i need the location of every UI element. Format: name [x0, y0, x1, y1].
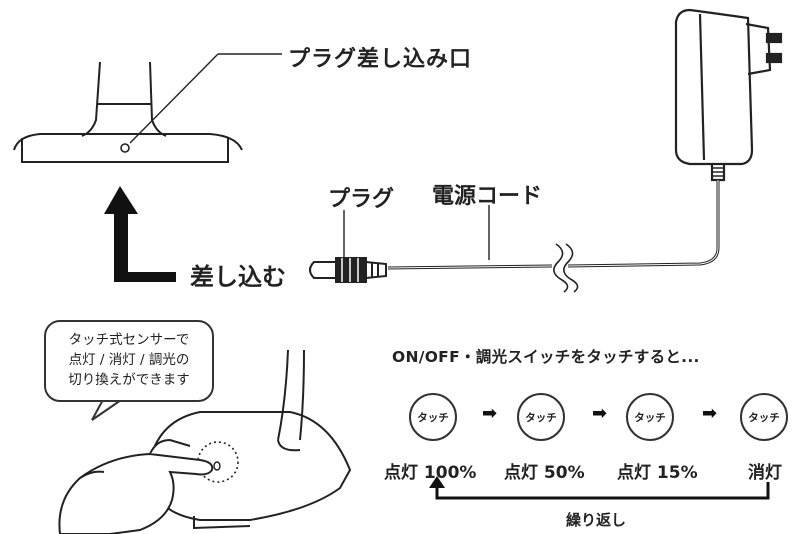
- callout-line-2: 点灯 / 消灯 / 調光の: [68, 352, 190, 368]
- touch-button-1: タッチ: [409, 393, 457, 441]
- bubble-tail: [91, 397, 125, 421]
- state-off: 消灯: [748, 463, 782, 483]
- callout-line-1: タッチ式センサーで: [68, 332, 190, 348]
- ac-adapter-drawing: [674, 8, 783, 182]
- plug-inlet-label: プラグ差し込み口: [288, 47, 473, 72]
- repeat-label: 繰り返し: [566, 511, 627, 529]
- hand-drawing: [58, 438, 214, 534]
- state-100: 点灯 100%: [384, 463, 477, 483]
- touch-button-2: タッチ: [517, 393, 565, 441]
- dc-plug-drawing: [309, 257, 387, 283]
- cord-break-mark: [553, 243, 569, 293]
- arrow-right-icon: ➡: [592, 403, 608, 424]
- power-cord-label: 電源コード: [432, 184, 543, 209]
- power-cord-line: [567, 180, 720, 268]
- touch-button-3: タッチ: [626, 393, 674, 441]
- arrow-right-icon: ➡: [702, 403, 718, 424]
- lamp-base-drawing: [13, 61, 243, 163]
- state-15: 点灯 15%: [617, 463, 698, 483]
- insert-arrow: [104, 186, 176, 282]
- repeat-loop-arrow: [435, 482, 770, 500]
- inlet-leader-line: [129, 53, 219, 144]
- state-50: 点灯 50%: [504, 463, 585, 483]
- insert-label: 差し込む: [190, 263, 286, 291]
- lamp-touch-drawing: [148, 349, 352, 530]
- callout-line-3: 切り換えができます: [68, 372, 190, 388]
- adapter-cable-strain-relief: [712, 167, 724, 177]
- touch-button-4: タッチ: [740, 393, 788, 441]
- inlet-hole-icon: [120, 143, 130, 153]
- plug-label: プラグ: [328, 187, 395, 212]
- touch-sensor-callout: タッチ式センサーで 点灯 / 消灯 / 調光の 切り換えができます: [44, 320, 214, 402]
- touch-sensor-area: [197, 441, 239, 483]
- touch-sequence-header: ON/OFF・調光スイッチをタッチすると...: [392, 348, 700, 366]
- arrow-right-icon: ➡: [482, 403, 498, 424]
